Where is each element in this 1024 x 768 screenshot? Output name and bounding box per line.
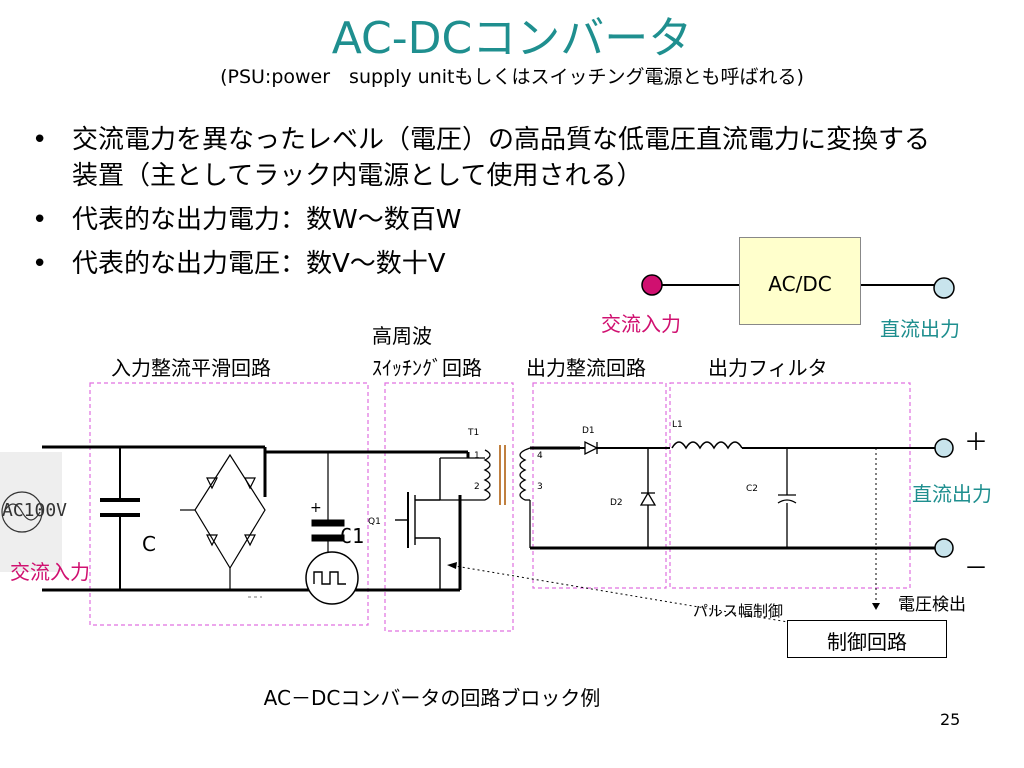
capacitor-c-label: C (142, 532, 156, 556)
acdc-block (739, 237, 861, 325)
dc-output-label: 直流出力 (912, 482, 992, 506)
voltage-detect-label: 電圧検出 (898, 595, 966, 615)
pulse-width-arrow (447, 562, 801, 625)
q1-label: Q1 (368, 517, 381, 527)
pin1-label: 1 (474, 451, 480, 461)
diode-d1 (580, 440, 670, 456)
minus-label: － (964, 554, 988, 582)
pin4-label: 4 (537, 451, 543, 461)
output-plus-terminal (934, 438, 954, 458)
section-hf-line2: ｽｲｯﾁﾝｸﾞ回路 (372, 356, 482, 380)
section-hf-line1: 高周波 (372, 324, 432, 348)
d1-label: D1 (582, 426, 595, 436)
bullet-item: 代表的な出力電力：数W～数百W (30, 202, 952, 238)
pulse-width-label: パルス幅制御 (693, 602, 784, 620)
bullet-text: 代表的な出力電力：数W～数百W (72, 205, 462, 235)
ac-source-label: AC100V (2, 500, 68, 521)
section-output-rectifier: 出力整流回路 (526, 356, 646, 380)
figure-caption: AC－DCコンバータの回路ブロック例 (263, 686, 601, 710)
voltage-detect-arrow (872, 448, 880, 610)
t1-label: T1 (468, 428, 480, 438)
bullet-text: 交流電力を異なったレベル（電圧）の高品質な低電圧直流電力に変換する装置（主として… (72, 125, 931, 191)
pin3-label: 3 (537, 482, 543, 492)
input-rectifier-box (89, 382, 369, 626)
diode-d2 (639, 448, 657, 548)
block-output-label: 直流出力 (880, 317, 960, 341)
page-number: 25 (940, 710, 961, 729)
output-minus-terminal (934, 538, 954, 558)
block-input-terminal (641, 274, 663, 296)
switching-box (384, 382, 514, 632)
inductor-l1 (671, 441, 940, 450)
control-circuit-box (787, 620, 947, 658)
oscilloscope-icon (305, 551, 359, 605)
bullet-item: 交流電力を異なったレベル（電圧）の高品質な低電圧直流電力に変換する装置（主として… (30, 122, 952, 194)
block-input-label: 交流入力 (601, 312, 681, 336)
c2-label: C2 (746, 484, 759, 494)
bullet-item: 代表的な出力電圧：数V～数十V (30, 246, 952, 282)
block-wires (641, 274, 955, 299)
section-boxes (89, 382, 911, 632)
output-filter-box (669, 382, 911, 589)
bullet-list: 交流電力を異なったレベル（電圧）の高品質な低電圧直流電力に変換する装置（主として… (30, 122, 952, 290)
mosfet-q1 (395, 458, 441, 590)
plus-label: ＋ (964, 428, 988, 456)
capacitor-c1-label: C1 (340, 524, 365, 548)
block-output-terminal (933, 277, 955, 299)
main-wires (42, 445, 940, 592)
bridge-rectifier (180, 453, 266, 590)
page-subtitle: (PSU:power supply unitもしくはスイッチング電源とも呼ばれる… (220, 66, 804, 88)
page-title: AC-DCコンバータ (331, 13, 693, 64)
svg-text:+: + (310, 500, 322, 516)
acdc-block-label: AC/DC (768, 272, 832, 296)
l1-label: L1 (672, 420, 683, 430)
ac-input-label: 交流入力 (10, 560, 90, 584)
section-output-filter: 出力フィルタ (708, 356, 828, 380)
ac-source-icon (0, 452, 62, 572)
capacitor-c2 (777, 448, 797, 548)
capacitor-c (100, 447, 140, 590)
output-rectifier-box (532, 382, 667, 589)
d2-label: D2 (610, 498, 623, 508)
pin2-label: 2 (474, 482, 480, 492)
transformer-t1 (440, 445, 531, 548)
control-circuit-label: 制御回路 (827, 630, 907, 654)
section-input-rectifier: 入力整流平滑回路 (111, 356, 271, 380)
bullet-text: 代表的な出力電圧：数V～数十V (72, 249, 446, 279)
